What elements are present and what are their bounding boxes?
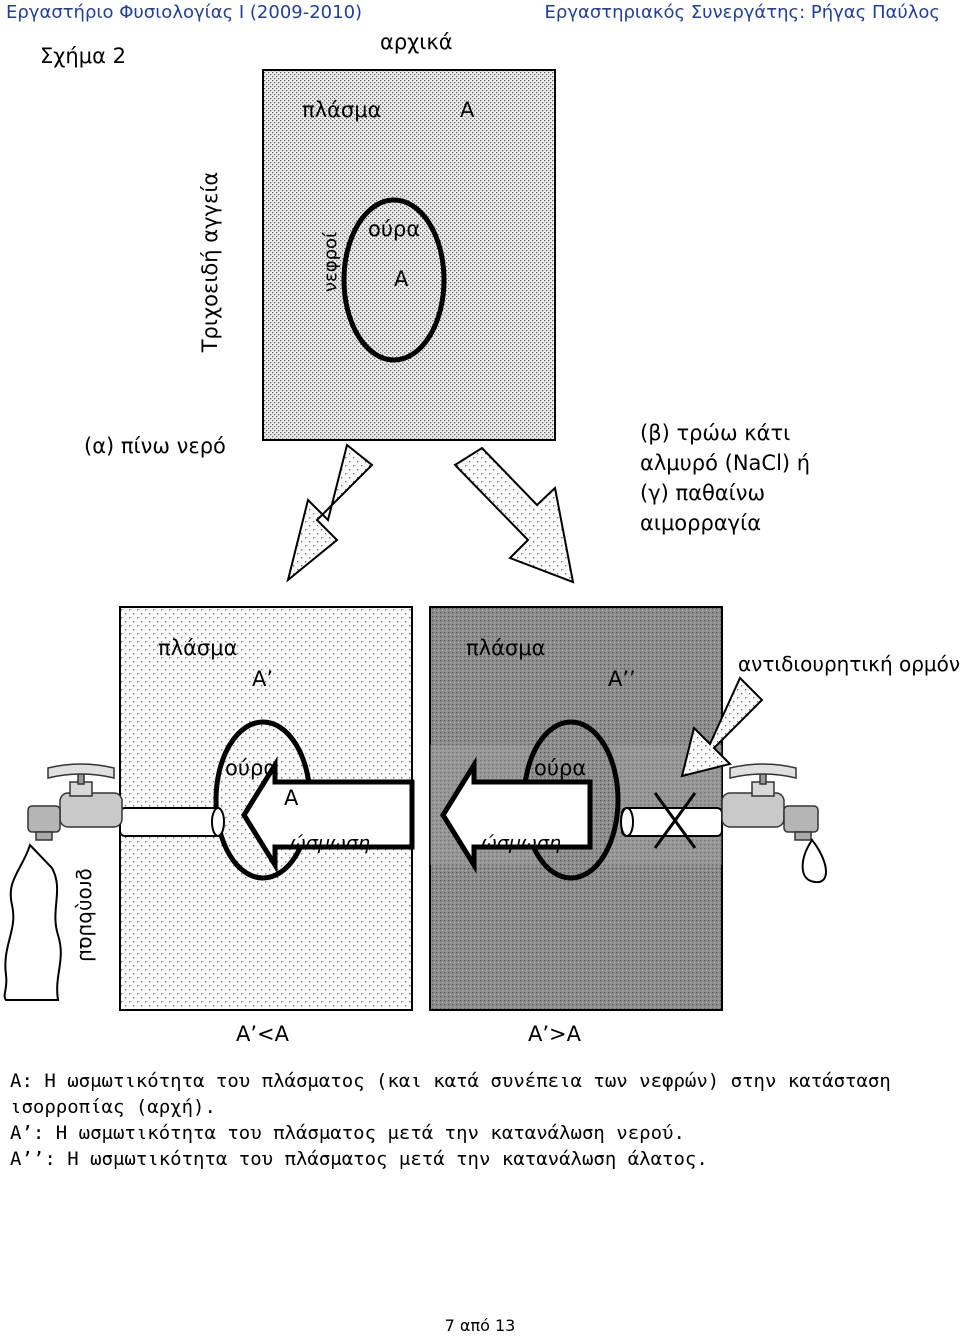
left-plasma-label: πλάσμα xyxy=(158,636,238,660)
case-a-label: (α) πίνω νερό xyxy=(84,434,226,458)
diuresis-label: διούρηση xyxy=(72,868,96,962)
header-right: Εργαστηριακός Συνεργάτης: Ρήγας Παύλος xyxy=(544,2,940,23)
initial-title: αρχικά xyxy=(380,30,453,54)
water-drop-icon xyxy=(801,838,828,884)
page-number: 7 από 13 xyxy=(444,1316,516,1335)
legend-item: A’’: Η ωσμωτικότητα του πλάσματος μετά τ… xyxy=(10,1148,708,1170)
case-b-line-4: αιμορραγία xyxy=(640,511,762,535)
right-faucet-icon xyxy=(721,763,819,841)
left-osmosis-arrow xyxy=(241,756,415,874)
case-b-line-2: αλμυρό (NaCl) ή xyxy=(640,451,811,475)
figure-label: Σχήμα 2 xyxy=(40,44,126,68)
left-plasma-value: A’ xyxy=(252,667,274,691)
hormone-arrow xyxy=(680,676,764,778)
right-osmosis-label: ώσμωση xyxy=(481,832,562,854)
top-plasma-value: A xyxy=(460,98,475,122)
top-urine-value: A xyxy=(394,267,409,291)
right-osmosis-arrow xyxy=(440,756,593,874)
left-osmosis-label: ώσμωση xyxy=(290,832,371,854)
left-tube xyxy=(119,807,221,837)
right-urine-label: ούρα xyxy=(534,756,587,780)
case-b-line-1: (β) τρώω κάτι xyxy=(640,421,791,445)
right-plasma-label: πλάσμα xyxy=(466,636,546,660)
top-plasma-label: πλάσμα xyxy=(302,98,382,122)
case-b-line-3: (γ) παθαίνω xyxy=(640,481,766,505)
legend-item: A’: Η ωσμωτικότητα του πλάσματος μετά τη… xyxy=(10,1122,685,1144)
left-comparison: A’<A xyxy=(236,1022,290,1046)
hormone-label: αντιδιουρητική ορμόνη xyxy=(738,652,960,676)
right-comparison: A’>A xyxy=(528,1022,582,1046)
top-urine-label: ούρα xyxy=(368,217,421,241)
top-urine-ellipse xyxy=(341,197,447,363)
capillaries-label: Τριχοειδή αγγεία xyxy=(198,171,222,353)
legend-item: A: Η ωσμωτικότητα του πλάσματος (και κατ… xyxy=(10,1070,891,1118)
right-tube xyxy=(621,807,723,837)
arrow-to-left-case xyxy=(286,443,374,583)
left-urine-label: ούρα xyxy=(225,756,278,780)
left-urine-value: A xyxy=(284,786,299,810)
left-faucet-icon xyxy=(27,763,123,841)
kidneys-label: νεφροί xyxy=(320,231,342,293)
arrow-to-right-case xyxy=(453,446,575,584)
osmosis-figure xyxy=(3,69,828,1011)
legend: A: Η ωσμωτικότητα του πλάσματος (και κατ… xyxy=(10,1068,930,1172)
right-plasma-value: A’’ xyxy=(608,667,636,691)
header-left: Εργαστήριο Φυσιολογίας Ι (2009-2010) xyxy=(6,2,363,23)
urine-stream-icon xyxy=(3,843,62,1001)
